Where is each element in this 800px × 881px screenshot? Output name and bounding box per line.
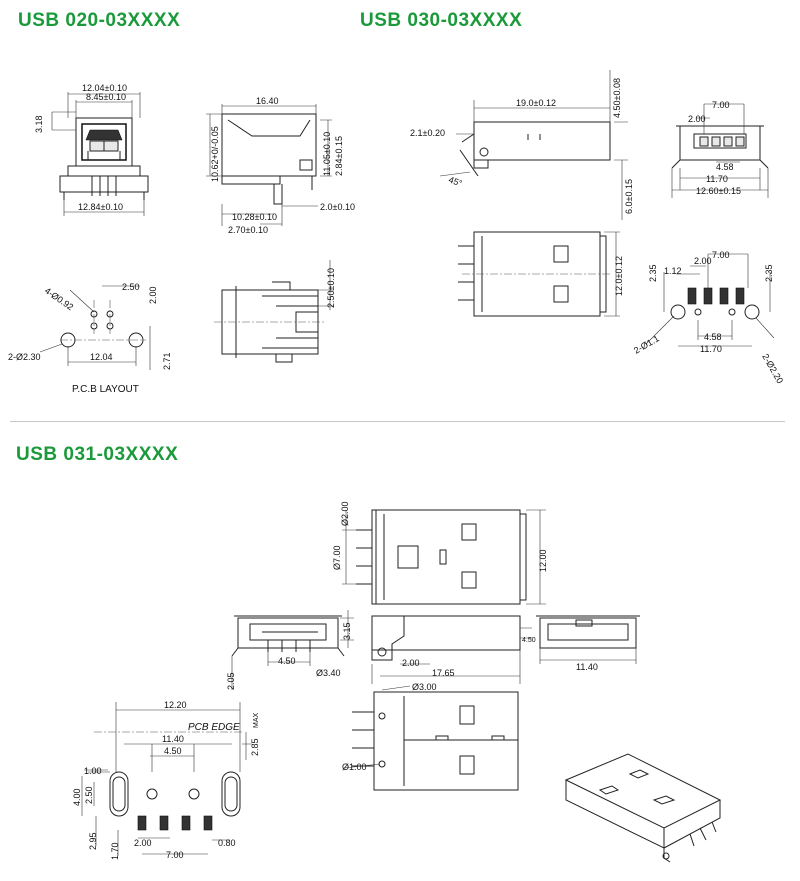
title-usb020: USB 020-03XXXX <box>18 10 181 31</box>
usb031-end-view: 11.40 <box>536 615 640 672</box>
usb030-side-dim-2: 4.50±0.08 <box>612 78 622 118</box>
usb020-pcb-label: P.C.B LAYOUT <box>72 384 139 395</box>
usb031-pcb-dim-11: 1.70 <box>110 842 120 860</box>
usb031-pcb-dim-4: 11.40 <box>162 734 184 744</box>
usb030-side-dim-4: 45° <box>447 174 464 188</box>
usb031-pcb-dim-8: 4.00 <box>72 788 82 806</box>
usb031-top-dim-2: Ø7.00 <box>332 545 342 570</box>
usb030-front-dim-5: 12.60±0.15 <box>696 186 741 196</box>
usb030-front-view: 7.00 2.00 4.58 11.70 12.60±0.15 <box>671 100 769 198</box>
usb030-side-dim-3: 2.1±0.20 <box>410 128 445 138</box>
usb031-bottom-dim-1: Ø3.00 <box>412 682 437 692</box>
usb030-top-view: 12.0±0.12 <box>458 231 624 317</box>
usb030-pcb-dim-8: 11.70 <box>700 344 722 354</box>
usb031-top-dim-1: Ø2.00 <box>340 501 350 526</box>
usb031-pcb-dim-10: 2.95 <box>88 832 98 850</box>
usb020-pcb-dim-1: 2.50 <box>122 282 140 292</box>
usb031-pcb-dim-12: 2.00 <box>134 838 152 848</box>
title-usb030: USB 030-03XXXX <box>360 10 523 31</box>
usb031-pcb-dim-9: 2.50 <box>84 786 94 804</box>
usb020-side-dim-5: 10.28±0.10 <box>232 212 277 222</box>
usb020-side-dim-1: 16.40 <box>256 96 279 106</box>
usb020-front-dim-2: 8.45±0.10 <box>86 92 126 102</box>
usb030-pcb-layout: 7.00 2.00 1.12 2.35 2.35 2-Ø1.1 4.58 11.… <box>632 250 785 385</box>
usb031-pcb-layout: 12.20 PCB EDGE MAX 11.40 4.50 2.85 1.00 … <box>72 700 260 860</box>
usb020-pcb-dim-5: 12.04 <box>90 352 113 362</box>
usb030-pcb-dim-1: 7.00 <box>712 250 730 260</box>
usb031-pcb-dim-1: 12.20 <box>164 700 187 710</box>
usb020-front-dim-3: 3.18 <box>34 115 44 133</box>
usb020-pcb-dim-2: 4-Ø0.92 <box>43 285 75 312</box>
title-usb031: USB 031-03XXXX <box>16 444 179 465</box>
usb031-pcb-dim-5: 4.50 <box>164 746 182 756</box>
usb030-front-dim-3: 4.58 <box>716 162 734 172</box>
usb031-front-view: 3.15 4.50 2.05 <box>226 610 354 690</box>
usb020-side-dim-7: 2.0±0.10 <box>320 202 355 212</box>
usb031-pcb-dim-13: 7.00 <box>166 850 184 860</box>
usb031-pcb-dim-2: PCB EDGE <box>188 722 240 733</box>
usb031-top-view: Ø2.00 Ø7.00 12.00 <box>332 501 548 605</box>
usb031-side-dim-1: 4.50 <box>522 637 536 644</box>
usb031-pcb-dim-14: 0.80 <box>218 838 236 848</box>
usb031-side-dim-4: 17.65 <box>432 668 455 678</box>
usb031-pcb-dim-6: 2.85 <box>250 738 260 756</box>
usb030-front-dim-4: 11.70 <box>706 174 728 184</box>
usb020-side-dim-3: 11.05±0.10 <box>322 132 332 176</box>
usb031-side-dim-3: Ø3.40 <box>316 668 341 678</box>
usb030-pcb-dim-7: 4.58 <box>704 332 722 342</box>
usb020-side-dim-6: 2.70±0.10 <box>228 225 268 235</box>
usb031-bottom-view: Ø3.00 Ø1.00 <box>342 682 519 791</box>
usb031-side-dim-2: 2.00 <box>402 658 420 668</box>
usb020-side-view: 16.40 10.62+0/-0.05 11.05±0.10 2.84±0.15… <box>206 96 355 235</box>
usb030-side-dim-1: 19.0±0.12 <box>516 98 556 108</box>
usb031-pcb-dim-7: 1.00 <box>84 766 102 776</box>
usb020-top-view: 2.50±0.10 <box>214 260 336 363</box>
usb030-side-dim-5: 6.0±0.15 <box>624 179 634 214</box>
usb030-pcb-dim-6: 2-Ø1.1 <box>632 333 661 355</box>
usb031-side-view: 4.50 2.00 Ø3.40 17.65 <box>316 615 536 684</box>
usb020-side-dim-4: 2.84±0.15 <box>334 136 344 176</box>
usb031-bottom-dim-2: Ø1.00 <box>342 762 367 772</box>
usb031-isometric-view <box>564 753 722 863</box>
usb030-pcb-dim-2: 2.00 <box>694 256 712 266</box>
usb030-side-view: 19.0±0.12 4.50±0.08 2.1±0.20 45° 6.0±0.1… <box>410 70 634 220</box>
usb020-front-dim-1: 12.04±0.10 <box>82 83 127 93</box>
usb031-front-dim-3: 2.05 <box>226 672 236 690</box>
usb031-front-dim-2: 4.50 <box>278 656 296 666</box>
usb020-front-dim-4: 12.84±0.10 <box>78 202 123 212</box>
usb020-pcb-dim-6: 2.71 <box>162 352 172 370</box>
section-divider <box>10 421 785 422</box>
usb020-side-dim-2: 10.62+0/-0.05 <box>210 126 220 182</box>
usb030-pcb-dim-5: 2.35 <box>764 264 774 282</box>
usb020-front-view: 12.04±0.10 8.45±0.10 3.18 12.84±0.10 <box>34 83 149 216</box>
usb020-top-dim-1: 2.50±0.10 <box>326 268 336 308</box>
usb030-pcb-dim-9: 2-Ø2.20 <box>760 352 785 385</box>
usb030-pcb-dim-4: 2.35 <box>648 264 658 282</box>
usb030-front-dim-1: 7.00 <box>712 100 730 110</box>
usb030-top-dim-1: 12.0±0.12 <box>614 256 624 296</box>
usb020-pcb-dim-4: 2-Ø2.30 <box>8 352 41 362</box>
usb020-pcb-dim-3: 2.00 <box>148 286 158 304</box>
usb031-pcb-dim-3: MAX <box>253 713 260 729</box>
usb031-top-dim-3: 12.00 <box>538 549 548 572</box>
usb020-pcb-layout: 2.50 4-Ø0.92 2.00 2-Ø2.30 12.04 2.71 P.C… <box>8 282 172 395</box>
usb031-front-dim-1: 3.15 <box>342 622 352 640</box>
usb030-front-dim-2: 2.00 <box>688 114 706 124</box>
usb031-end-dim-1: 11.40 <box>576 662 598 672</box>
usb030-pcb-dim-3: 1.12 <box>664 266 682 276</box>
